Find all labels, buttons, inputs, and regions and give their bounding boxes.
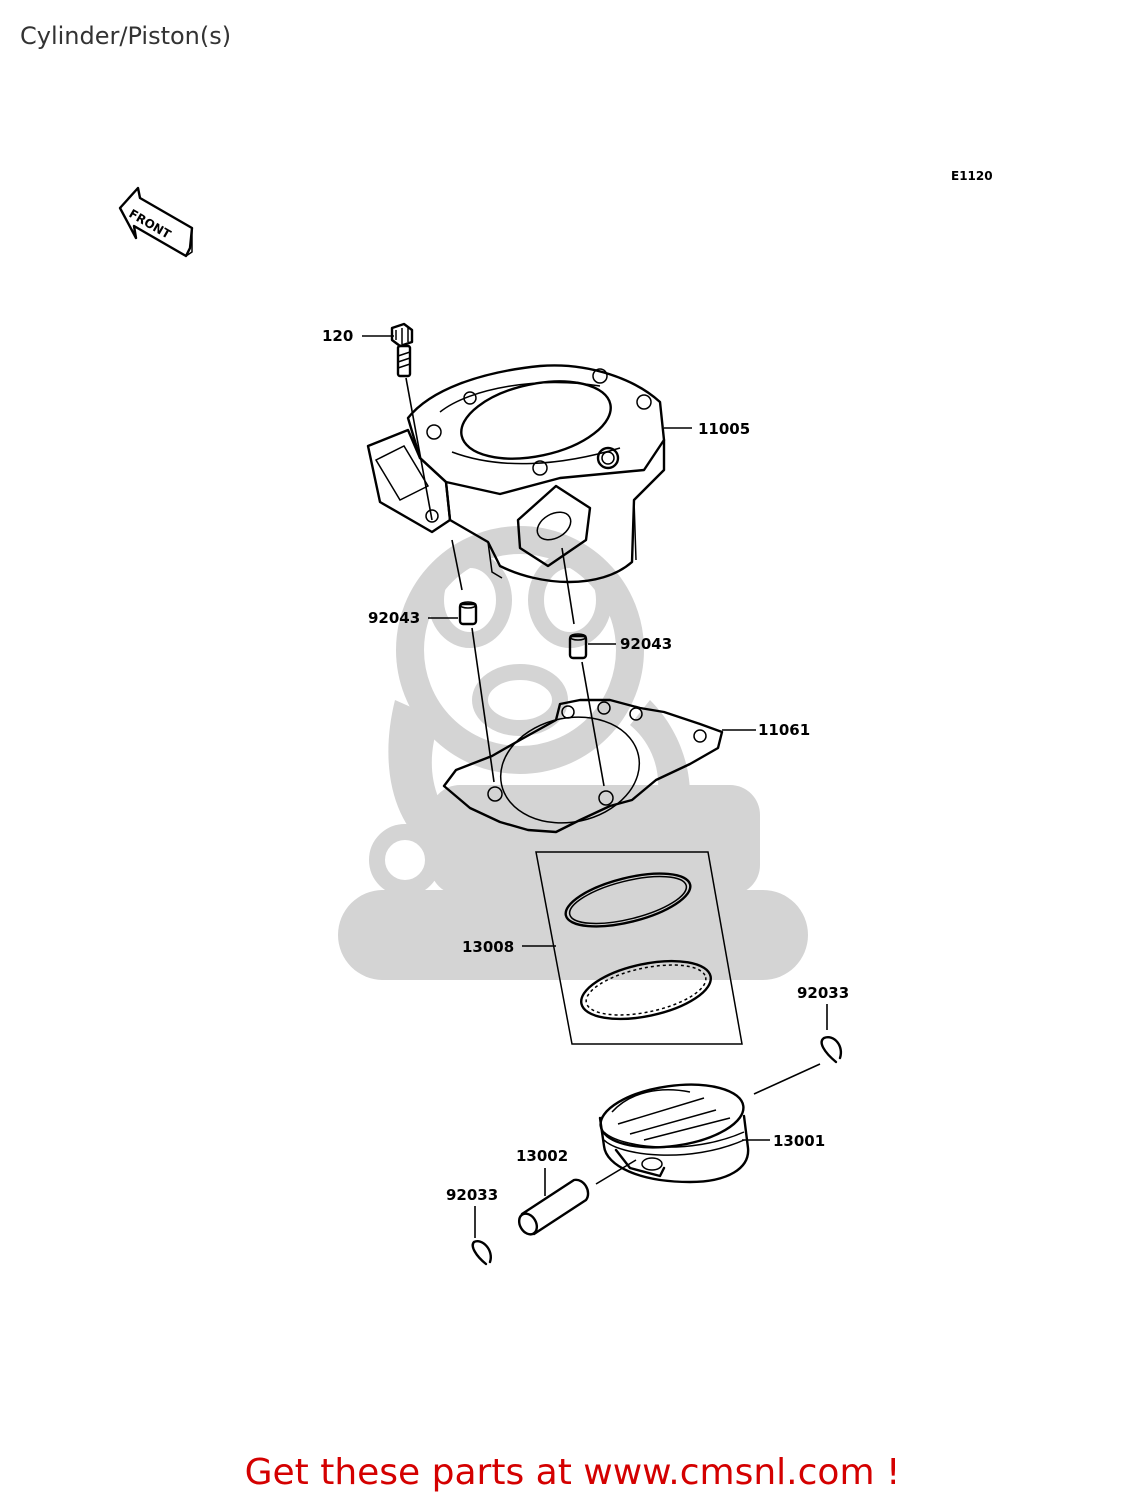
cylinder-part [366,364,666,584]
footer-promo-link[interactable]: Get these parts at www.cmsnl.com ! [244,1452,901,1493]
callout-dowel-right: 92043 [620,635,672,653]
callout-gasket: 11061 [758,721,810,739]
dowel-pin-right-part [568,633,588,660]
callout-ring-set: 13008 [462,938,514,956]
callout-dowel-left: 92043 [368,609,420,627]
piston-pin-part [517,1178,590,1236]
callout-piston: 13001 [773,1132,825,1150]
piston-ring-set-part [535,851,743,1045]
dowel-pin-left-part [458,601,478,626]
callout-cylinder: 11005 [698,420,750,438]
callout-leaders [362,335,828,1238]
watermark-url: WWW.CMSNL.COM [362,931,782,977]
front-arrow-icon: FRONT [118,186,194,258]
bolt-part [390,322,414,378]
page-title: Cylinder/Piston(s) [20,22,232,50]
piston-part [598,1083,750,1184]
callout-clip-left: 92033 [446,1186,498,1204]
callout-bolt: 120 [322,327,353,345]
callout-clip-right: 92033 [797,984,849,1002]
watermark-logo-text: CMS [478,787,723,904]
circlip-left-part [471,1240,492,1266]
circlip-right-part [820,1036,843,1064]
callout-pin: 13002 [516,1147,568,1165]
assembly-lines [405,377,821,1185]
gasket-part [442,698,724,834]
watermark-logo [338,526,808,980]
diagram-code: E1120 [951,169,993,183]
